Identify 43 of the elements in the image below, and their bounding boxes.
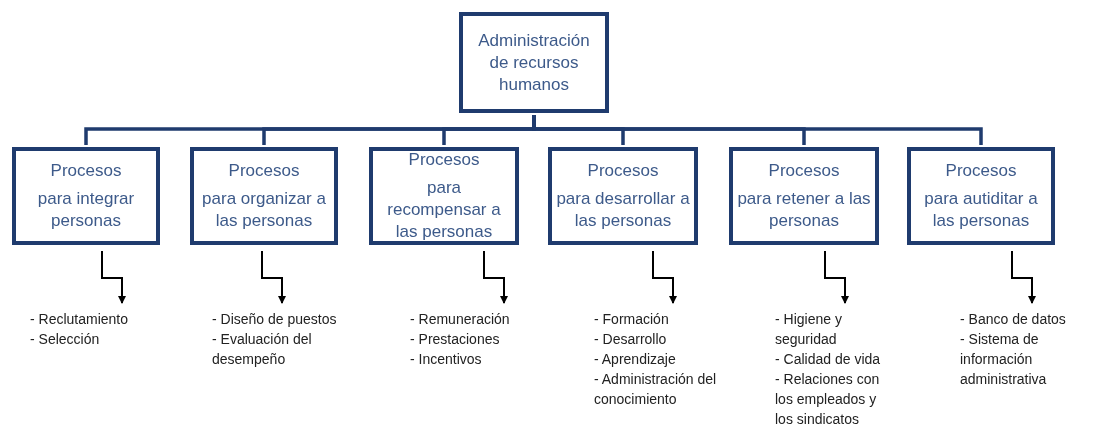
box-text: para integrar personas	[36, 188, 136, 232]
step-arrow	[483, 250, 508, 304]
list-item: - Desarrollo	[594, 330, 668, 349]
box-heading: Procesos	[768, 160, 840, 182]
process-box	[729, 147, 879, 245]
step-arrow	[1011, 250, 1036, 304]
list-item: - Reclutamiento	[30, 310, 130, 329]
list-item: - Formación	[594, 310, 670, 329]
process-box	[548, 147, 698, 245]
root-box	[459, 12, 609, 113]
list-item: - Incentivos	[410, 350, 483, 369]
step-arrow	[824, 250, 849, 304]
box-text: para retener a las personas	[737, 188, 871, 232]
box-text: para recompensar a las personas	[386, 177, 502, 243]
box-heading: Procesos	[945, 160, 1017, 182]
step-arrow	[261, 250, 286, 304]
process-box	[12, 147, 160, 245]
process-box	[190, 147, 338, 245]
list-item: - Administración del conocimiento	[594, 370, 718, 409]
connector-line	[532, 115, 983, 145]
list-item: - Higiene y seguridad	[775, 310, 843, 349]
list-item: - Prestaciones	[410, 330, 501, 349]
box-text: para organizar a las personas	[201, 188, 327, 232]
box-heading: Procesos	[50, 160, 122, 182]
list-item: - Calidad de vida	[775, 350, 882, 369]
list-item: - Sistema de información administrativa	[960, 330, 1048, 389]
process-box	[907, 147, 1055, 245]
list-item: - Evaluación del desempeño	[212, 330, 313, 369]
box-text: para autiditar a las personas	[923, 188, 1039, 232]
list-item: - Selección	[30, 330, 101, 349]
box-text: para desarrollar a las personas	[556, 188, 690, 232]
process-box	[369, 147, 519, 245]
box-heading: Procesos	[587, 160, 659, 182]
step-arrow	[101, 250, 126, 304]
list-item: - Aprendizaje	[594, 350, 677, 369]
box-heading: Procesos	[228, 160, 300, 182]
list-item: - Banco de datos	[960, 310, 1067, 329]
box-heading: Procesos	[408, 149, 480, 171]
step-arrow	[652, 250, 677, 304]
box-title: Administración de recursos humanos	[477, 29, 591, 96]
list-item: - Relaciones con los empleados y los sindicatos	[775, 370, 881, 429]
list-item: - Remuneración	[410, 310, 511, 329]
list-item: - Diseño de puestos	[212, 310, 337, 329]
